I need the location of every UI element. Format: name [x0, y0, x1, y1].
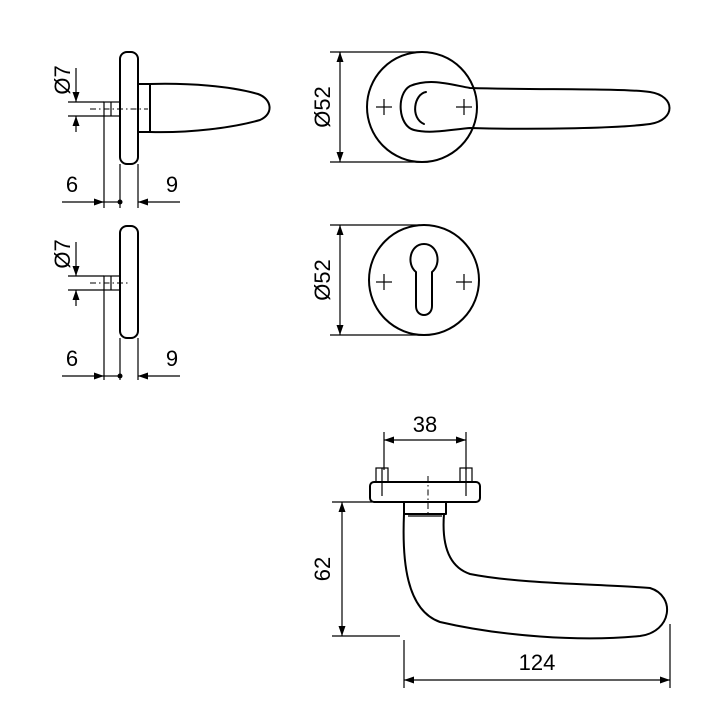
- keyhole-rose-dia-label: Ø52: [310, 259, 335, 301]
- side-view-handle: Ø7 6 9: [50, 51, 271, 208]
- spindle-dia-label: Ø7: [50, 65, 75, 94]
- spindle-dia-label-bottom: Ø7: [50, 239, 75, 268]
- screw-spacing-label: 38: [413, 412, 437, 437]
- screw-mark-right-keyhole: [456, 274, 472, 290]
- screw-mark-right: [456, 99, 472, 115]
- front-view-handle: Ø52: [310, 51, 671, 163]
- handle-neck: [137, 83, 151, 133]
- right-thickness-label: 9: [166, 172, 178, 197]
- keyhole-rose-plate-side: [119, 225, 139, 339]
- front-view-keyhole-rose: Ø52: [310, 224, 480, 336]
- left-thickness-label-bottom: 6: [66, 346, 78, 371]
- screw-mark-left: [376, 99, 392, 115]
- length-label: 124: [519, 650, 556, 675]
- height-label: 62: [310, 557, 335, 581]
- keyhole-rose-circle: [368, 224, 480, 336]
- euro-profile-keyhole: [409, 243, 439, 316]
- top-view-handle: 38 62 124: [310, 412, 671, 688]
- screw-mark-left-keyhole: [376, 274, 392, 290]
- handle-rose-dia-label: Ø52: [310, 86, 335, 128]
- right-thickness-label-bottom: 9: [166, 346, 178, 371]
- rose-plate-side: [119, 51, 139, 165]
- lever-top-body: [402, 513, 668, 640]
- lever-front: [399, 81, 671, 133]
- lever-neck-inner: [414, 91, 427, 125]
- lever-profile: [149, 82, 271, 134]
- handle-rose-circle: [366, 51, 478, 163]
- rose-base-top: [369, 481, 481, 503]
- left-thickness-label: 6: [66, 172, 78, 197]
- side-view-keyhole-rose: Ø7 6 9: [50, 225, 180, 380]
